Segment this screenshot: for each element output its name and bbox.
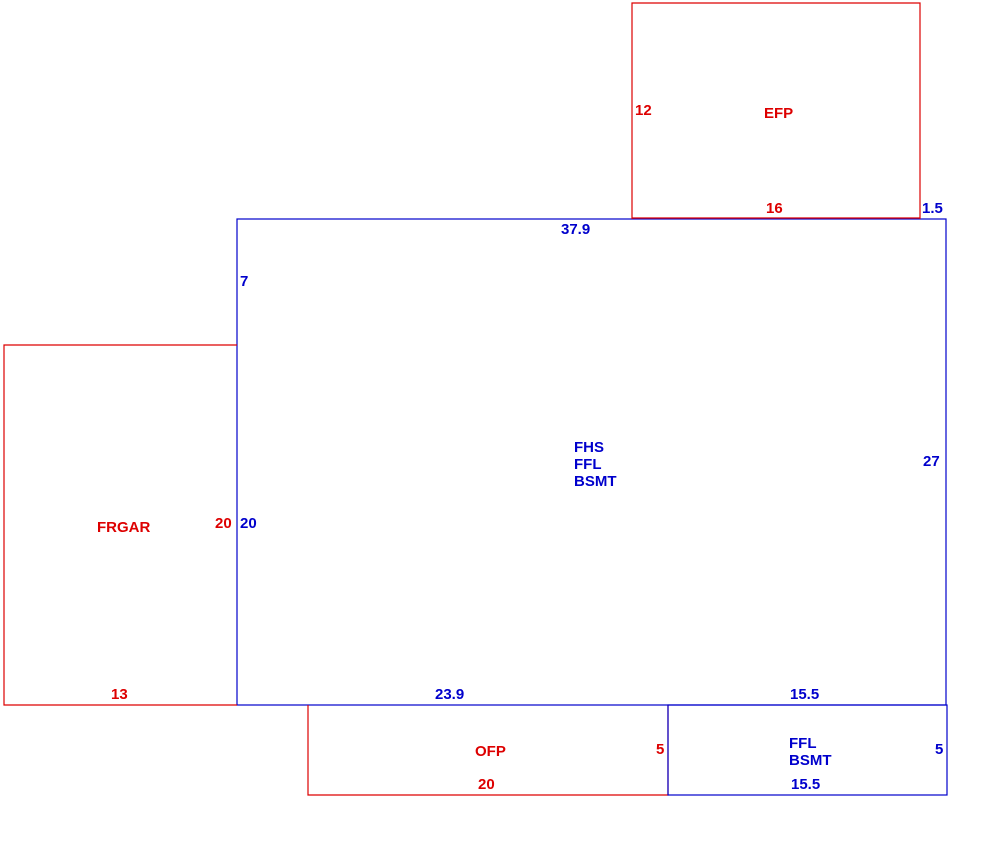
frgar-area-label: FRGAR xyxy=(97,519,150,536)
ext-area-outline xyxy=(667,704,948,796)
dim-main-left-upper: 7 xyxy=(240,273,248,290)
dim-main-bottom-left: 23.9 xyxy=(435,686,464,703)
efp-area-label: EFP xyxy=(764,105,793,122)
dim-main-right: 27 xyxy=(923,453,940,470)
dim-ofp-bottom: 20 xyxy=(478,776,495,793)
main-area-label-line-1: FHS xyxy=(574,439,604,456)
dim-ext-right: 5 xyxy=(935,741,943,758)
efp-outline xyxy=(631,2,921,219)
dim-main-offset-top-right: 1.5 xyxy=(922,200,943,217)
dim-ext-bottom: 15.5 xyxy=(791,776,820,793)
ext-area-label-line-1: FFL xyxy=(789,735,817,752)
dim-main-bottom-right: 15.5 xyxy=(790,686,819,703)
dim-efp-left: 12 xyxy=(635,102,652,119)
main-area-label-line-2: FFL xyxy=(574,456,602,473)
dim-ofp-right: 5 xyxy=(656,741,664,758)
dim-main-top: 37.9 xyxy=(561,221,590,238)
main-area-outline xyxy=(236,218,947,706)
dim-frgar-bottom: 13 xyxy=(111,686,128,703)
frgar-outline xyxy=(3,344,237,706)
dim-efp-bottom: 16 xyxy=(766,200,783,217)
ofp-area-label: OFP xyxy=(475,743,506,760)
ext-area-label-line-2: BSMT xyxy=(789,752,832,769)
dim-frgar-right: 20 xyxy=(215,515,232,532)
dim-main-left-lower: 20 xyxy=(240,515,257,532)
main-area-label-line-3: BSMT xyxy=(574,473,617,490)
